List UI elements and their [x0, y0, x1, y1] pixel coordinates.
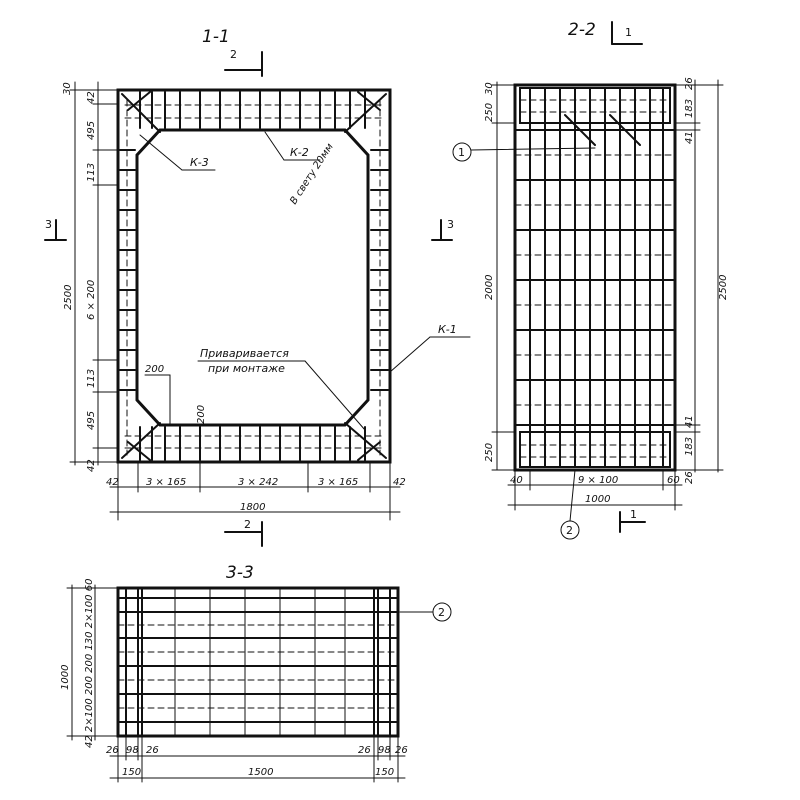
s33-end-columns: [125, 587, 391, 737]
weld-note-line1: Приваривается: [200, 347, 289, 360]
dim-s22-v250-top: 250: [484, 103, 495, 122]
s22-callout-1-circle: [452, 142, 472, 162]
stirrups-right: [370, 99, 389, 456]
s33-callout-2: 2: [438, 606, 445, 619]
dim-s11-h3x165-left: 3 × 165: [146, 477, 186, 488]
cut-mark-3-left: 3: [45, 218, 52, 231]
dim-inner-200-h: 200: [145, 364, 164, 375]
section-2-2: 2-2 1: [452, 20, 729, 540]
s22-vertical-bars: [529, 87, 664, 468]
dim-s33-b1500: 1500: [248, 767, 273, 778]
dim-s22-top-30: 30: [484, 82, 495, 95]
dim-s33-b98-l: 98: [126, 745, 139, 756]
dim-s11-h42-left: 42: [106, 477, 119, 488]
section-2-2-title: 2-2: [568, 20, 596, 40]
dim-s11-6x200: 6 × 200: [86, 280, 97, 320]
stirrups-left: [119, 99, 136, 456]
dim-s22-r2500: 2500: [718, 275, 729, 300]
s33-horizontal-bars: [117, 597, 399, 723]
dim-s33-b150-l: 150: [122, 767, 141, 778]
dim-s33-b26-l: 26: [106, 745, 119, 756]
dim-s11-495-top: 495: [86, 121, 97, 140]
dim-s11-h42-right: 42: [393, 477, 406, 488]
dim-s11-495-bottom: 495: [86, 411, 97, 430]
dim-s33-b26-r2: 26: [395, 745, 408, 756]
dim-inner-200-v: 200: [196, 405, 207, 424]
dim-s11-h3x242: 3 × 242: [238, 477, 278, 488]
dim-s11-42-top: 42: [86, 91, 97, 104]
dim-s11-113-bottom: 113: [86, 369, 97, 388]
dim-s22-h9x100: 9 × 100: [578, 475, 618, 486]
section-1-1: 1-1 2: [44, 27, 471, 547]
label-k1: К-1: [438, 323, 457, 336]
label-k2: К-2: [290, 146, 309, 159]
cut-mark-2-bottom: 2: [244, 518, 251, 531]
dim-s33-b26-l2: 26: [146, 745, 159, 756]
dim-s33-b150-r: 150: [375, 767, 394, 778]
dim-s33-v-segments: 42 2×100 200 200 130 2×100 60: [84, 579, 95, 748]
cut-mark-3-right: 3: [447, 218, 454, 231]
cut-mark-1-top: 1: [625, 26, 632, 39]
dim-s22-h60: 60: [667, 475, 680, 486]
dim-s22-r183-top: 183: [684, 99, 695, 118]
dim-s22-r183-bottom: 183: [684, 437, 695, 456]
s22-frame: [513, 83, 677, 472]
weld-note-line2: при монтаже: [208, 362, 285, 375]
label-k3: К-3: [190, 156, 209, 169]
section-3-3-title: 3-3: [226, 563, 254, 583]
frame-outer: [116, 88, 392, 464]
dim-s11-h3x165-right: 3 × 165: [318, 477, 358, 488]
dim-s11-42-bottom: 42: [86, 459, 97, 472]
dim-s22-h40: 40: [510, 475, 523, 486]
dim-s11-2500: 2500: [63, 285, 74, 310]
stirrups-top: [124, 91, 386, 129]
s22-callout-2: 2: [566, 524, 573, 537]
dim-s33-b26-r: 26: [358, 745, 371, 756]
s22-horizontal-bars: [514, 99, 676, 458]
s33-frame: [116, 586, 400, 738]
dim-s22-h1000: 1000: [585, 494, 610, 505]
s33-vertical-bars: [174, 587, 346, 737]
section-3-3: 3-3: [60, 563, 452, 783]
dim-s11-h1800: 1800: [240, 502, 265, 513]
s22-callout-1: 1: [458, 146, 465, 159]
cut-mark-2-top: 2: [230, 48, 237, 61]
dim-s11-113-top: 113: [86, 163, 97, 182]
dim-s22-r26-top: 26: [684, 77, 695, 90]
dim-s33-v1000: 1000: [60, 665, 71, 690]
dim-s22-r41-bottom: 41: [684, 415, 695, 428]
dim-s11-top-30: 30: [62, 82, 73, 95]
dim-s22-v2000: 2000: [484, 275, 495, 300]
dim-s22-v250-bottom: 250: [484, 443, 495, 462]
dim-s33-b98-r: 98: [378, 745, 391, 756]
cut-mark-1-bottom: 1: [630, 508, 637, 521]
dim-s22-r41-top: 41: [684, 131, 695, 144]
stirrups-bottom: [124, 426, 386, 461]
section-1-1-title: 1-1: [202, 27, 230, 47]
frame-inner: [135, 128, 370, 427]
dim-s22-r26-bottom: 26: [684, 471, 695, 484]
